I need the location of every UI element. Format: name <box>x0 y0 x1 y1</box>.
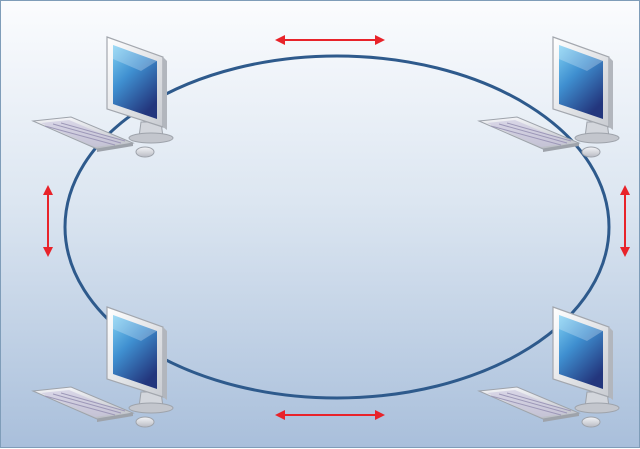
computer-top-left <box>32 36 174 158</box>
ring-connection <box>63 54 611 400</box>
computer-bottom-left <box>32 306 174 428</box>
computer-top-right <box>478 36 620 158</box>
computer-bottom-right <box>478 306 620 428</box>
